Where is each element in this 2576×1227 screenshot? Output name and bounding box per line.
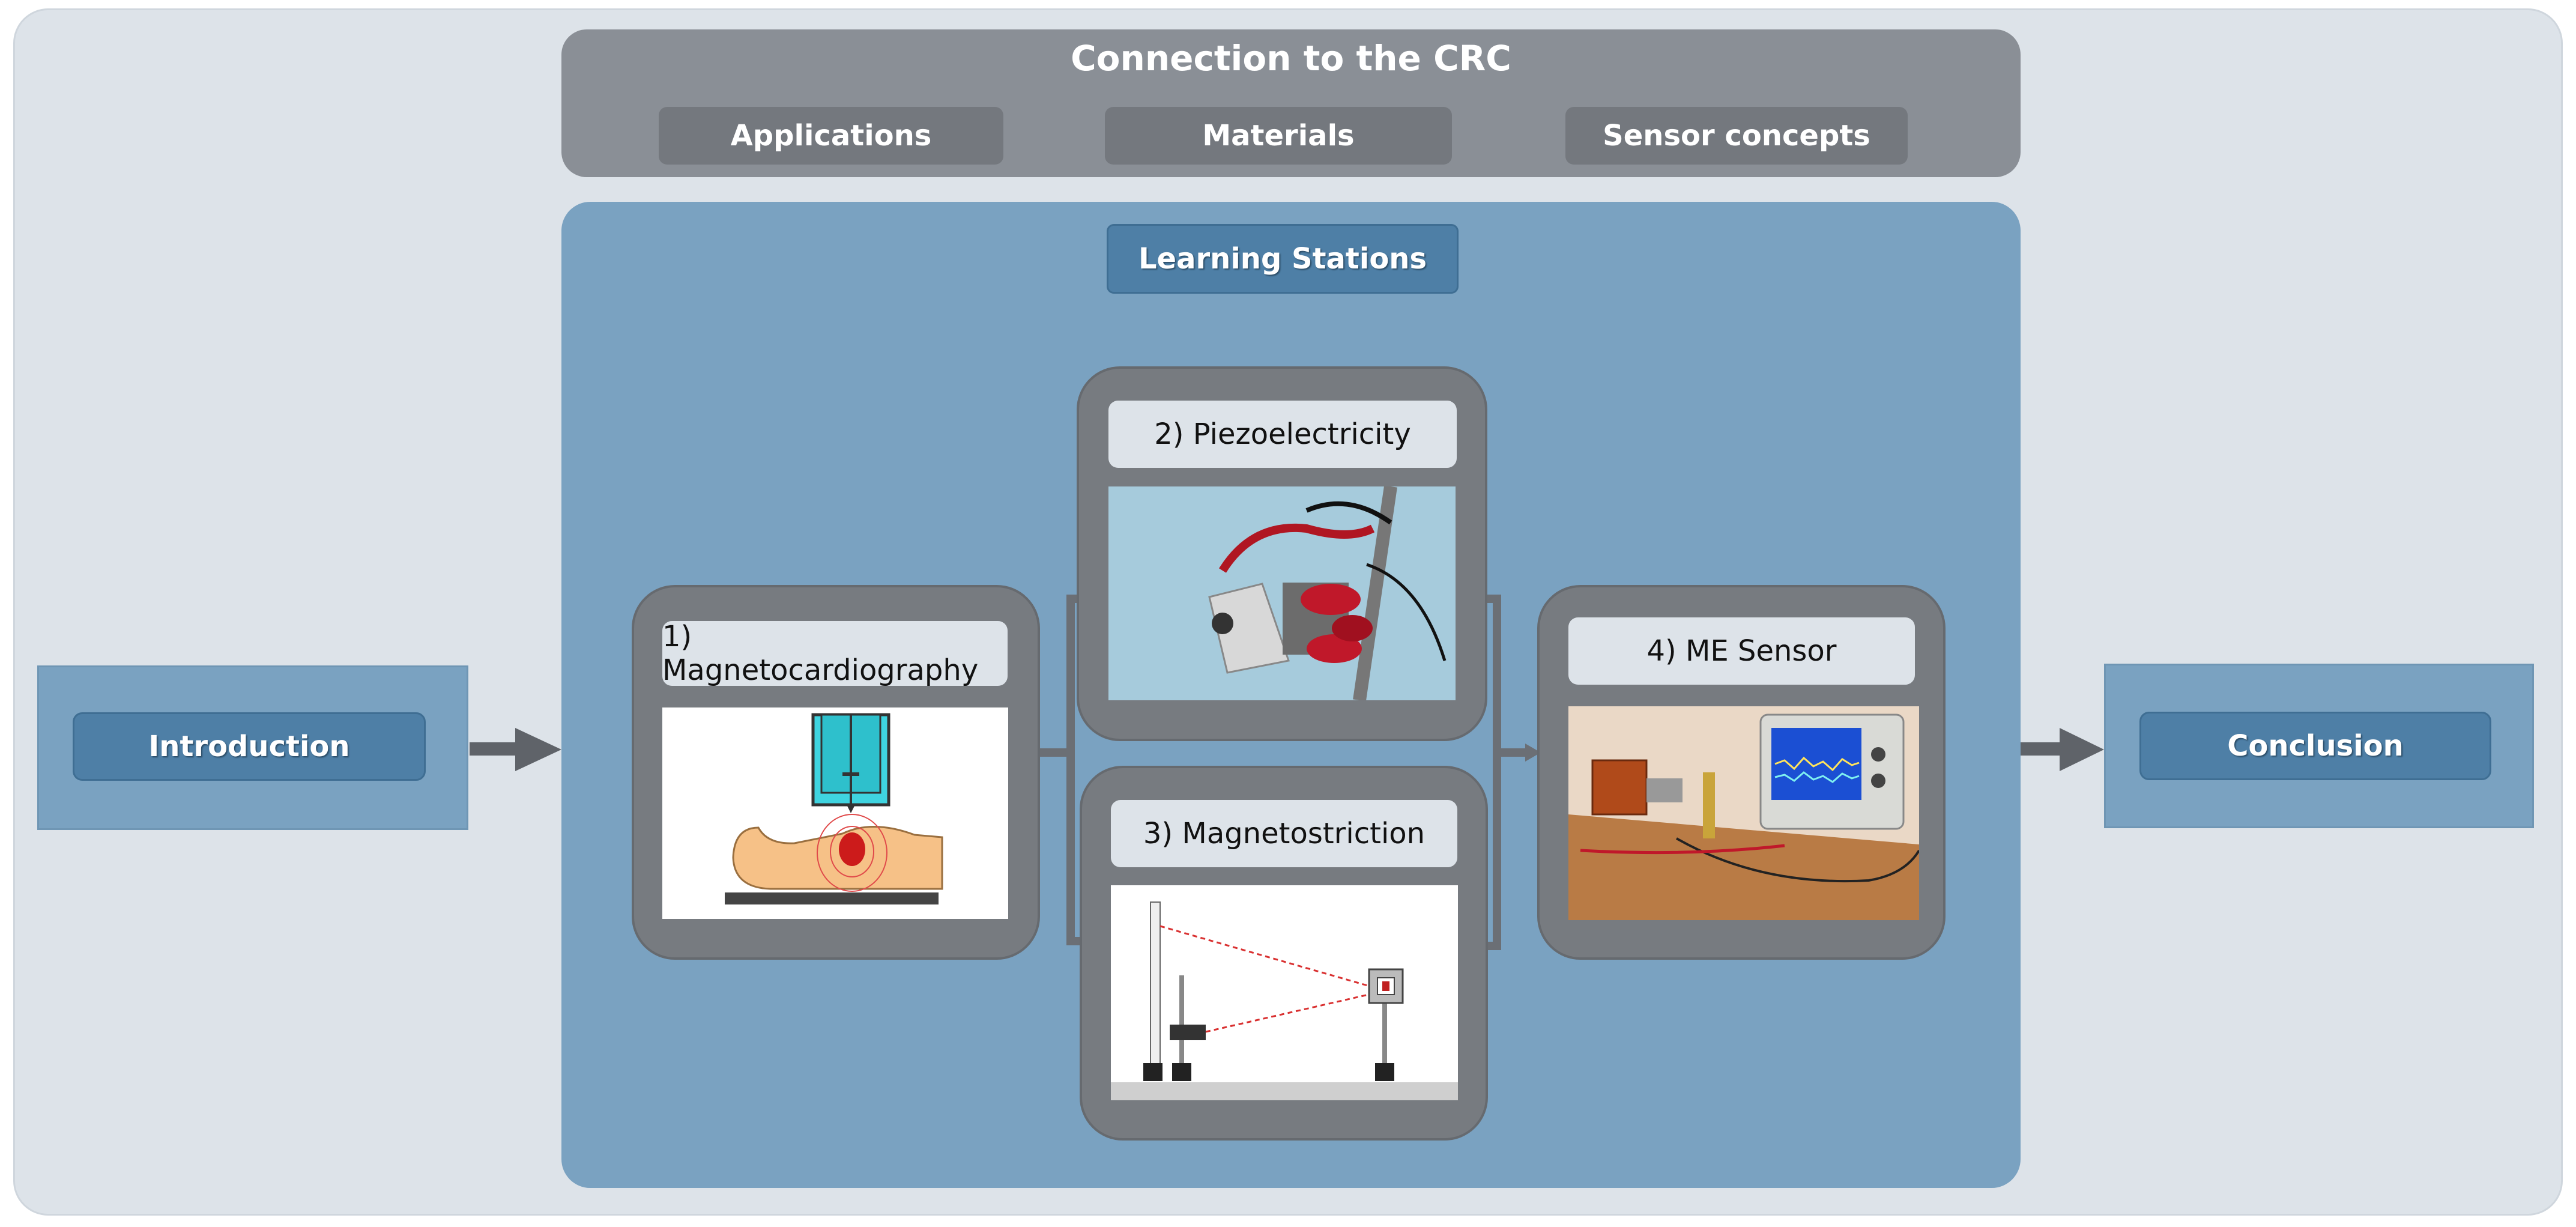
connector-1-to-2-3: [1037, 595, 1080, 945]
crc-title: Connection to the CRC: [1071, 38, 1511, 79]
station-3-image: [1111, 885, 1458, 1100]
introduction-button[interactable]: Introduction: [73, 712, 426, 781]
station-4-label: 4) ME Sensor: [1568, 617, 1915, 685]
crc-tab-sensor-concepts[interactable]: Sensor concepts: [1565, 107, 1908, 165]
crc-tab-applications[interactable]: Applications: [659, 107, 1003, 165]
station-1-image: [662, 707, 1008, 919]
connector-2-3-to-4: [1483, 595, 1541, 950]
crc-tab-materials[interactable]: Materials: [1105, 107, 1452, 165]
arrow-stations-to-conclusion: [2021, 728, 2104, 771]
arrow-intro-to-stations: [470, 728, 561, 771]
station-4-image: [1568, 706, 1919, 920]
conclusion-button[interactable]: Conclusion: [2139, 712, 2491, 780]
station-1-label: 1) Magnetocardiography: [662, 620, 1008, 687]
learning-stations-title: Learning Stations: [1107, 224, 1459, 294]
station-3-label: 3) Magnetostriction: [1111, 800, 1457, 867]
station-2-image: [1108, 486, 1456, 700]
station-2-label: 2) Piezoelectricity: [1108, 401, 1457, 468]
